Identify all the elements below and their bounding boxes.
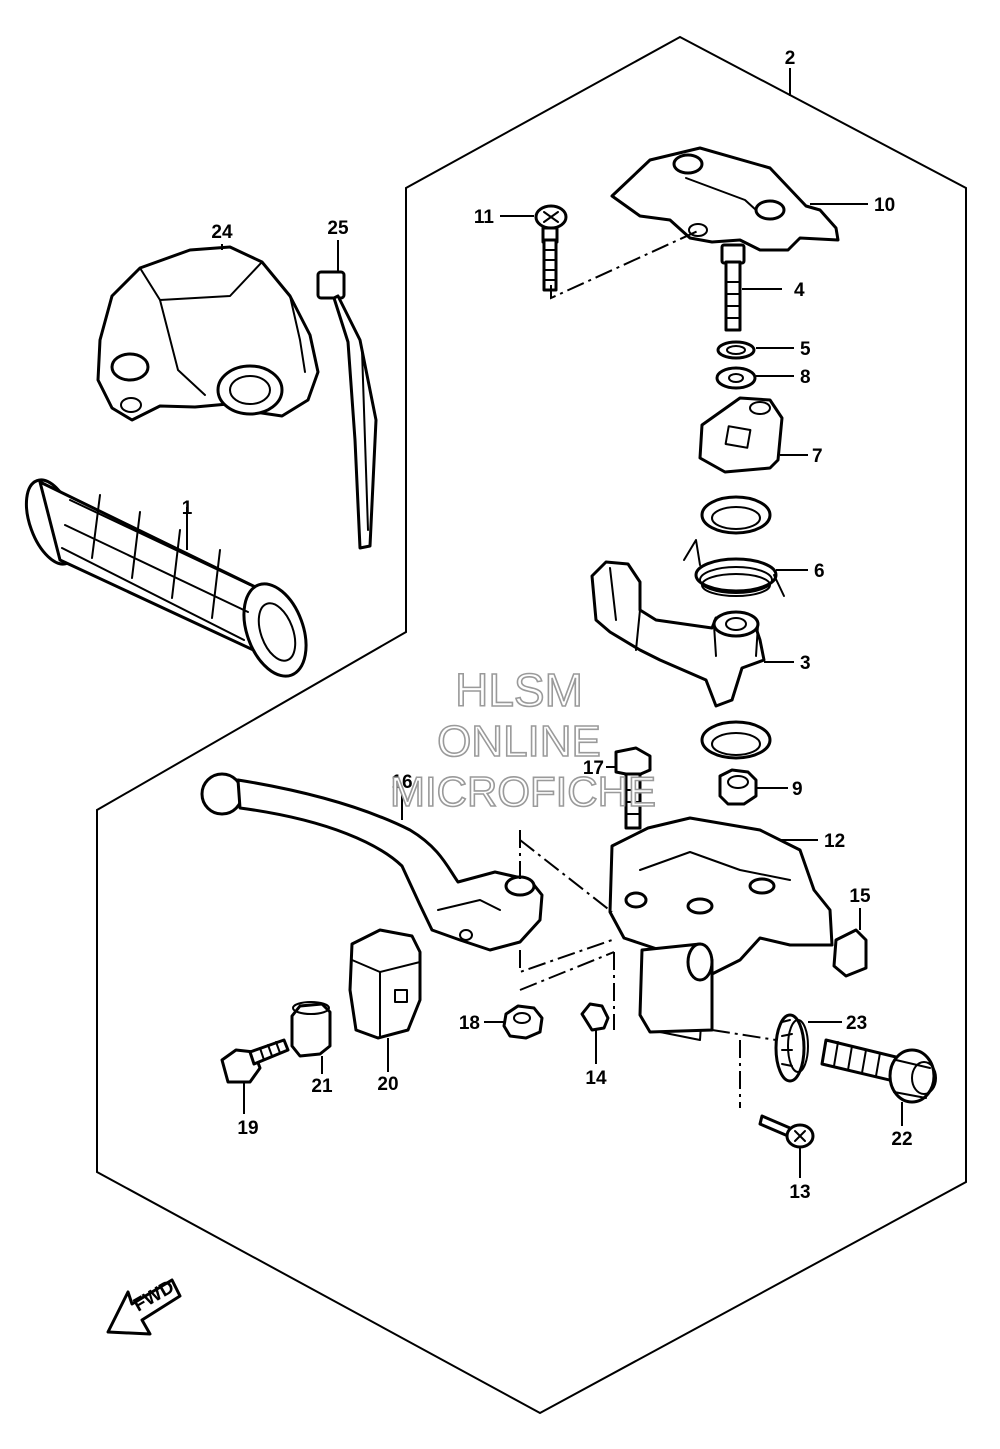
- watermark: HLSM ONLINE MICROFICHE: [389, 663, 657, 816]
- callout-6: 6: [814, 561, 825, 582]
- callout-9: 9: [792, 779, 803, 800]
- part-1-grip[interactable]: [16, 473, 317, 685]
- part-23-locknut[interactable]: [774, 1013, 809, 1083]
- callout-18: 18: [459, 1013, 480, 1034]
- callout-7: 7: [812, 446, 823, 467]
- part-3-lever-arm[interactable]: [590, 560, 766, 708]
- part-22-adjuster[interactable]: [820, 1038, 937, 1104]
- assembly-guide-lines: [519, 229, 777, 1108]
- part-14-nut[interactable]: [580, 1002, 610, 1032]
- callout-15: 15: [849, 886, 871, 907]
- callout-25: 25: [327, 218, 349, 239]
- leader-lines: [186, 68, 903, 1178]
- part-16-lever[interactable]: [200, 772, 544, 952]
- part-20-clamp[interactable]: [348, 928, 422, 1040]
- part-4-bolt[interactable]: [720, 243, 746, 332]
- part-25-cable-tie[interactable]: [316, 270, 378, 550]
- part-10-clamp-cover[interactable]: [610, 146, 840, 252]
- part-bushing-lower[interactable]: [700, 720, 772, 760]
- part-11-screw[interactable]: [534, 204, 568, 292]
- part-15-clip[interactable]: [832, 928, 868, 978]
- callout-13: 13: [789, 1182, 810, 1203]
- fwd-direction-arrow: FWD: [106, 1277, 182, 1336]
- part-6-spring[interactable]: [683, 539, 785, 597]
- callout-5: 5: [800, 339, 811, 360]
- part-24-switch-housing[interactable]: [96, 245, 320, 422]
- callout-3: 3: [800, 653, 811, 674]
- part-8-washer[interactable]: [715, 366, 757, 390]
- callout-1: 1: [182, 498, 193, 519]
- part-13-screw[interactable]: [758, 1114, 815, 1149]
- callout-14: 14: [585, 1068, 607, 1089]
- callout-20: 20: [377, 1074, 398, 1095]
- callout-4: 4: [794, 280, 805, 301]
- callout-2: 2: [785, 48, 796, 69]
- part-17-bolt[interactable]: [614, 746, 652, 830]
- part-21-collar[interactable]: [290, 1001, 332, 1058]
- callout-12: 12: [824, 831, 845, 852]
- watermark-line-2: ONLINE: [437, 717, 601, 766]
- callout-22: 22: [891, 1129, 912, 1150]
- callout-8: 8: [800, 367, 811, 388]
- part-9-nut[interactable]: [718, 768, 758, 806]
- callout-17: 17: [583, 758, 604, 779]
- callout-23: 23: [846, 1013, 867, 1034]
- callout-10: 10: [874, 195, 895, 216]
- part-5-washer[interactable]: [716, 340, 756, 360]
- part-bushing-upper[interactable]: [700, 495, 772, 535]
- callout-21: 21: [311, 1076, 333, 1097]
- part-19-bolt[interactable]: [220, 1038, 290, 1084]
- callout-11: 11: [474, 207, 495, 228]
- callout-labels: 2 24 25 11 10 4 5 8 7 1 6 3 17 9 16 12 1…: [182, 48, 913, 1203]
- watermark-line-1: HLSM: [455, 664, 583, 716]
- assembly-boundary: [96, 35, 967, 1415]
- part-18-nut[interactable]: [502, 1004, 544, 1040]
- callout-19: 19: [237, 1118, 258, 1139]
- watermark-line-3: MICROFICHE: [390, 768, 656, 815]
- callout-24: 24: [211, 222, 233, 243]
- part-7-plate[interactable]: [698, 396, 784, 474]
- part-12-lever-holder[interactable]: [608, 816, 834, 1041]
- callout-16: 16: [391, 772, 412, 793]
